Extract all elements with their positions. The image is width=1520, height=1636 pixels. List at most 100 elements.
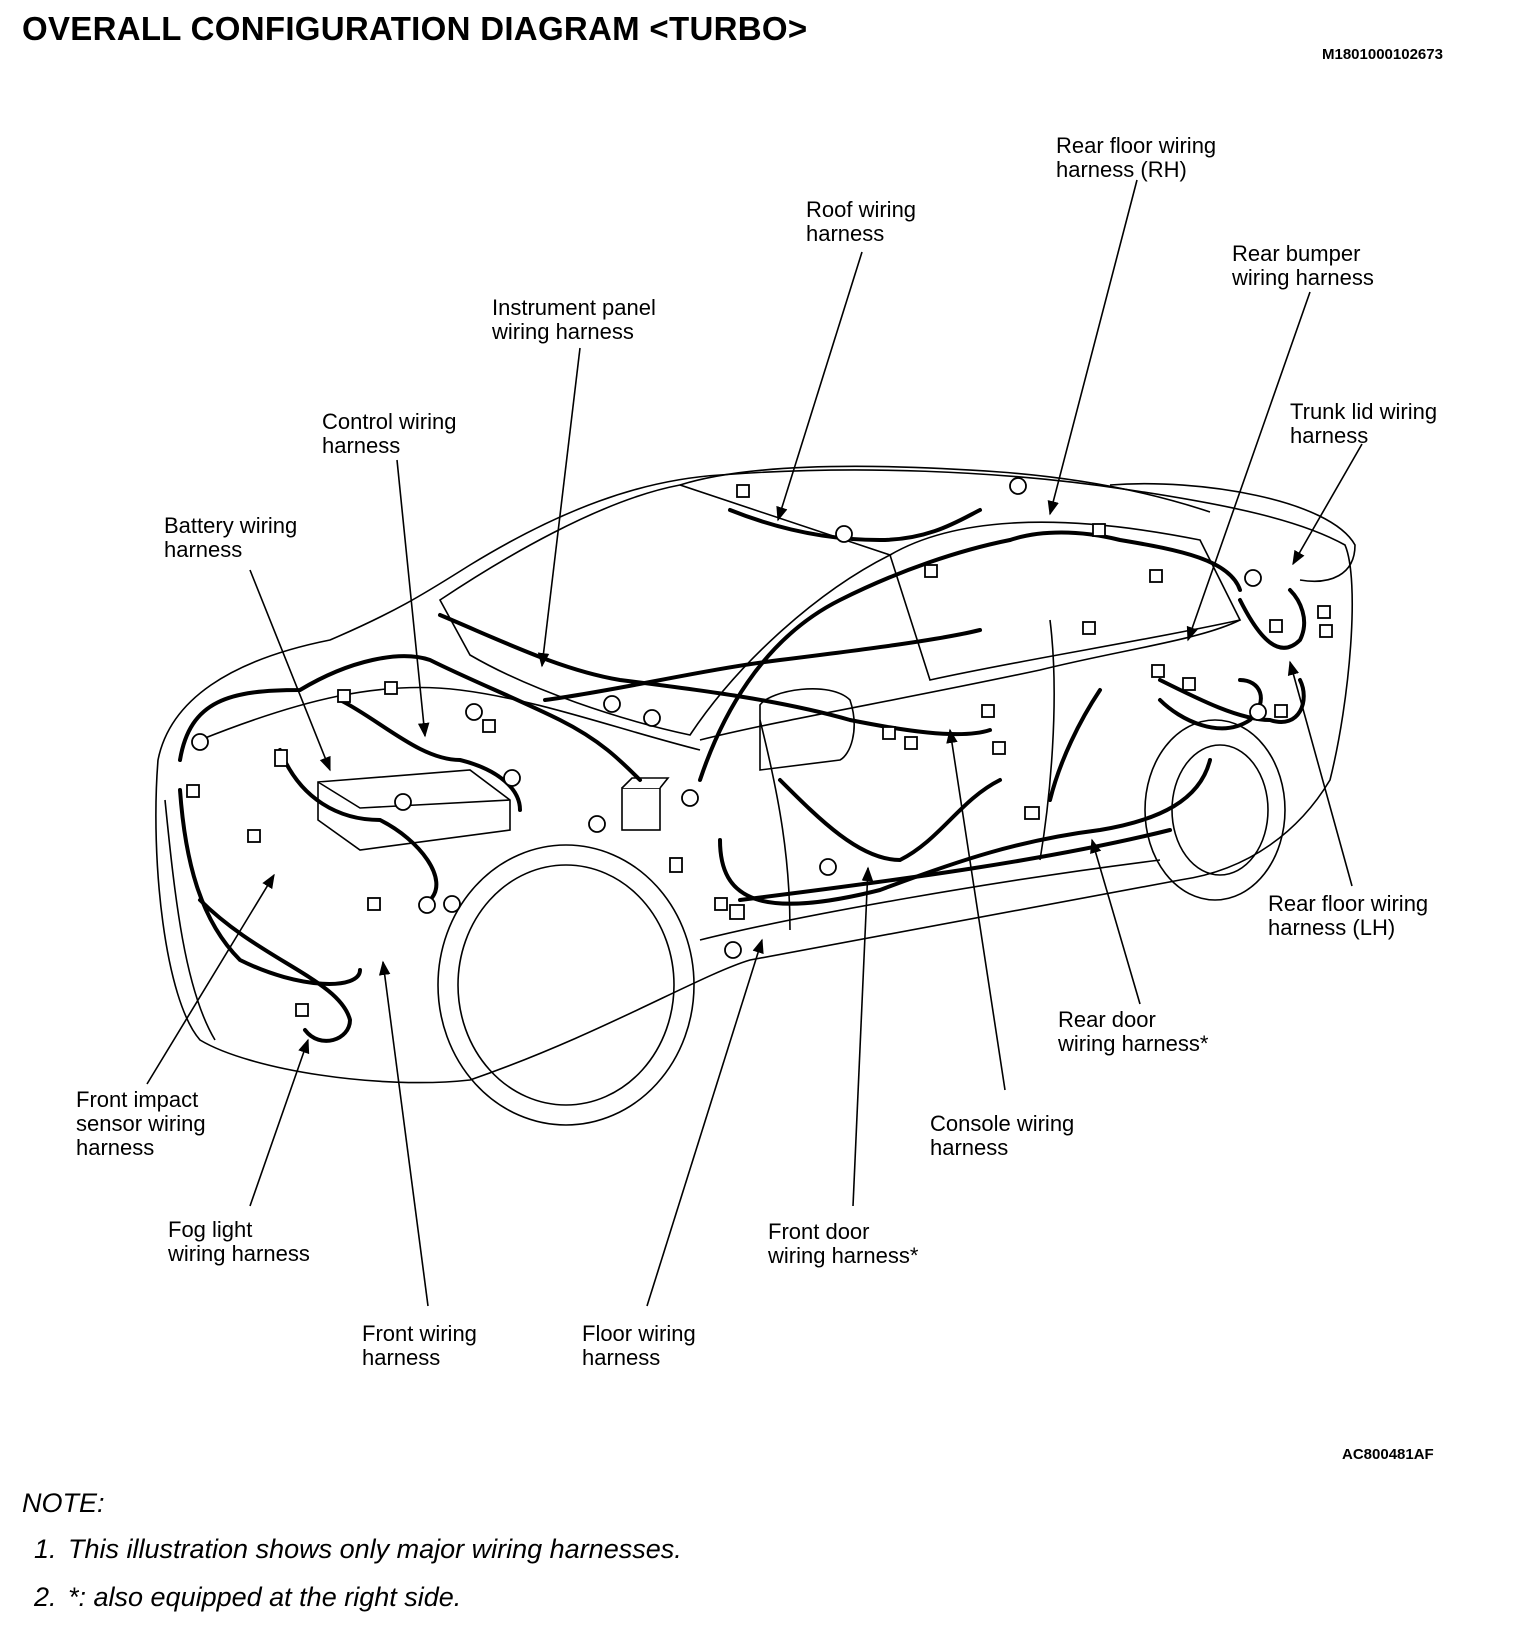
document-id: M1801000102673 bbox=[1322, 46, 1443, 63]
ground-terminal bbox=[643, 709, 661, 727]
battery-harness-path bbox=[278, 748, 439, 902]
connector bbox=[714, 897, 728, 911]
a-pillar-harness-path bbox=[698, 538, 1012, 782]
ground-terminal bbox=[681, 789, 699, 807]
connector bbox=[1024, 806, 1040, 820]
ground-terminal bbox=[603, 695, 621, 713]
note-text: *: also equipped at the right side. bbox=[68, 1582, 462, 1612]
ground-terminal bbox=[465, 703, 483, 721]
connector bbox=[367, 897, 381, 911]
battery-box bbox=[317, 769, 511, 851]
side-sill-harness-path bbox=[738, 828, 1172, 902]
connector bbox=[736, 484, 750, 498]
rear-floor-rh-harness-path bbox=[1008, 530, 1242, 592]
front-impact-harness-path bbox=[178, 788, 362, 986]
connector bbox=[729, 904, 745, 920]
leader-console bbox=[946, 728, 1006, 1091]
connector bbox=[1274, 704, 1288, 718]
connector bbox=[992, 741, 1006, 755]
front-wheel bbox=[457, 864, 675, 1106]
roof-harness-path bbox=[728, 508, 982, 543]
connector bbox=[1182, 677, 1196, 691]
note-number: 2. bbox=[34, 1582, 57, 1612]
leader-floor bbox=[646, 938, 764, 1307]
side-mirror bbox=[759, 688, 855, 771]
fog-light-harness-path bbox=[198, 898, 353, 1043]
note-text: This illustration shows only major wirin… bbox=[68, 1534, 682, 1564]
connectors bbox=[186, 477, 1333, 1017]
rear-spoiler bbox=[1109, 482, 1356, 582]
rear-door-line bbox=[1039, 619, 1055, 861]
car-body-outline bbox=[155, 465, 1356, 1126]
note-item: 2. *: also equipped at the right side. bbox=[34, 1582, 461, 1613]
leader-front-impact bbox=[146, 873, 275, 1085]
dash-harness-path bbox=[438, 613, 992, 737]
connector bbox=[295, 1003, 309, 1017]
connector bbox=[1151, 664, 1165, 678]
leader-front-door bbox=[852, 866, 874, 1207]
leader-rear-floor-rh bbox=[1047, 179, 1138, 516]
connector bbox=[1149, 569, 1163, 583]
page-title: OVERALL CONFIGURATION DIAGRAM <TURBO> bbox=[22, 10, 808, 47]
bumper-line bbox=[164, 799, 216, 1041]
note-number: 1. bbox=[34, 1534, 57, 1564]
sill-line bbox=[699, 859, 1161, 941]
ground-terminal bbox=[443, 895, 461, 913]
control-harness-path bbox=[338, 698, 522, 812]
ground-terminal bbox=[1244, 569, 1262, 587]
connector bbox=[247, 829, 261, 843]
leader-instrument-panel bbox=[537, 347, 581, 668]
rear-wheel-hub bbox=[1171, 744, 1269, 876]
wiring-harnesses bbox=[178, 508, 1307, 1043]
leader-lines bbox=[146, 179, 1363, 1307]
console-harness-path bbox=[778, 778, 1002, 863]
connector bbox=[384, 681, 398, 695]
battery-top bbox=[317, 781, 511, 809]
connector bbox=[882, 726, 896, 740]
engine-components bbox=[317, 769, 670, 851]
connector bbox=[1082, 621, 1096, 635]
connector bbox=[904, 736, 918, 750]
connector bbox=[924, 564, 938, 578]
connector bbox=[337, 689, 351, 703]
hood-line bbox=[199, 686, 701, 751]
note-item: 1. This illustration shows only major wir… bbox=[34, 1534, 682, 1565]
ground-terminal bbox=[191, 733, 209, 751]
connector bbox=[1092, 523, 1106, 537]
rear-door-harness-path bbox=[1048, 688, 1102, 802]
trunk-lid-harness-path bbox=[1238, 588, 1307, 650]
leader-front bbox=[378, 960, 429, 1307]
connector bbox=[186, 784, 200, 798]
figure-id: AC800481AF bbox=[1342, 1446, 1434, 1463]
relay-box bbox=[621, 787, 661, 831]
ground-terminal bbox=[819, 858, 837, 876]
note-heading: NOTE: bbox=[22, 1488, 105, 1518]
connector bbox=[482, 719, 496, 733]
connector bbox=[1269, 619, 1283, 633]
ground-terminal bbox=[1249, 703, 1267, 721]
ground-terminal bbox=[588, 815, 606, 833]
connector bbox=[669, 857, 683, 873]
ground-terminal bbox=[835, 525, 853, 543]
windshield bbox=[438, 484, 893, 736]
side-window-line bbox=[699, 619, 1241, 741]
connector bbox=[981, 704, 995, 718]
leader-rear-bumper bbox=[1186, 291, 1311, 642]
front-wheel-arch bbox=[437, 844, 695, 1126]
leader-fog-light bbox=[249, 1038, 310, 1207]
rear-wheel bbox=[1144, 719, 1286, 901]
front-wiring-harness-path bbox=[178, 654, 642, 782]
